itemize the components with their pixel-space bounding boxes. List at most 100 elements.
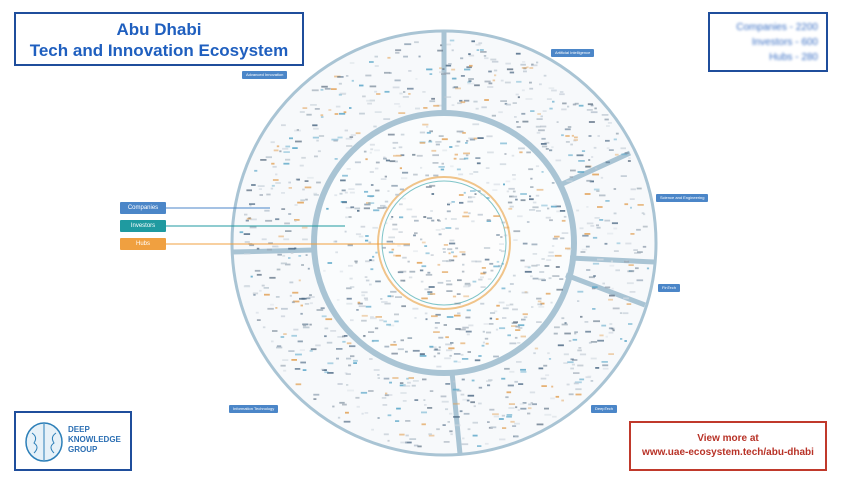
logo-dot bbox=[375, 251, 378, 254]
logo-dot bbox=[633, 249, 638, 251]
logo-dot bbox=[473, 137, 478, 140]
logo-dot bbox=[320, 307, 325, 310]
logo-dot bbox=[561, 323, 568, 326]
logo-dot bbox=[315, 344, 321, 347]
logo-dot bbox=[390, 290, 397, 293]
logo-dot bbox=[384, 394, 390, 397]
logo-dot bbox=[532, 277, 539, 280]
logo-dot bbox=[454, 424, 461, 427]
logo-dot bbox=[346, 287, 352, 290]
logo-dot bbox=[555, 395, 560, 398]
logo-dot bbox=[478, 278, 483, 281]
logo-dot bbox=[438, 336, 444, 339]
logo-dot bbox=[437, 219, 440, 221]
logo-dot bbox=[402, 96, 409, 98]
logo-dot bbox=[389, 381, 392, 384]
logo-dot bbox=[505, 180, 511, 183]
logo-dot bbox=[411, 215, 417, 218]
logo-dot bbox=[565, 141, 570, 143]
logo-dot bbox=[536, 264, 540, 266]
logo-dot bbox=[285, 158, 291, 161]
logo-dot bbox=[380, 204, 386, 207]
logo-dot bbox=[291, 334, 297, 337]
logo-dot bbox=[276, 268, 281, 271]
logo-dot bbox=[369, 259, 372, 261]
logo-dot bbox=[350, 206, 355, 209]
logo-dot bbox=[394, 103, 400, 105]
logo-dot bbox=[358, 305, 366, 308]
logo-dot bbox=[597, 135, 600, 137]
logo-dot bbox=[611, 222, 618, 225]
logo-dot bbox=[520, 371, 527, 373]
logo-dot bbox=[620, 175, 627, 177]
logo-dot bbox=[491, 114, 496, 117]
logo-dot bbox=[387, 295, 391, 298]
logo-dot bbox=[336, 299, 340, 301]
logo-dot bbox=[536, 321, 542, 323]
logo-dot bbox=[463, 412, 470, 415]
cta-url-link[interactable]: www.uae-ecosystem.tech/abu-dhabi bbox=[642, 447, 814, 458]
logo-dot bbox=[365, 260, 371, 263]
logo-dot bbox=[398, 231, 403, 233]
logo-dot bbox=[255, 311, 259, 314]
logo-dot bbox=[591, 287, 596, 290]
legend-hubs: Hubs bbox=[120, 238, 166, 250]
logo-dot bbox=[526, 221, 530, 223]
logo-dot bbox=[392, 147, 396, 149]
logo-dot bbox=[421, 411, 427, 414]
logo-dot bbox=[519, 151, 523, 154]
logo-dot bbox=[512, 102, 517, 104]
logo-dot bbox=[306, 113, 312, 116]
logo-dot bbox=[601, 324, 607, 327]
sector-label-science-engineering: Science and Engineering bbox=[656, 194, 709, 202]
logo-dot bbox=[526, 66, 529, 69]
logo-dot bbox=[323, 269, 326, 272]
logo-dot bbox=[259, 194, 263, 196]
logo-dot bbox=[551, 385, 554, 388]
logo-dot bbox=[445, 280, 451, 282]
logo-dot bbox=[511, 154, 515, 157]
logo-dot bbox=[406, 208, 413, 211]
logo-dot bbox=[574, 102, 579, 105]
logo-dot bbox=[516, 361, 522, 363]
logo-dot bbox=[341, 189, 346, 192]
logo-dot bbox=[365, 74, 372, 77]
logo-dot bbox=[616, 242, 621, 245]
logo-dot bbox=[470, 190, 476, 192]
logo-dot bbox=[342, 201, 347, 204]
logo-dot bbox=[442, 424, 446, 426]
logo-dot bbox=[369, 61, 374, 63]
sector-label-advanced-innovation: Advanced Innovation bbox=[242, 71, 288, 79]
logo-dot bbox=[298, 255, 302, 257]
logo-dot bbox=[514, 422, 520, 425]
logo-dot bbox=[483, 247, 491, 249]
logo-dot bbox=[346, 357, 352, 360]
logo-dot bbox=[419, 355, 427, 357]
logo-dot bbox=[249, 244, 255, 247]
logo-dot bbox=[565, 247, 571, 250]
view-more-box[interactable]: View more at www.uae-ecosystem.tech/abu-… bbox=[629, 421, 827, 471]
logo-dot bbox=[285, 145, 291, 148]
logo-dot bbox=[545, 148, 549, 150]
logo-dot bbox=[364, 203, 371, 206]
logo-dot bbox=[540, 143, 547, 145]
logo-dot bbox=[487, 421, 490, 423]
logo-dot bbox=[498, 111, 503, 114]
logo-dot bbox=[250, 275, 253, 278]
logo-dot bbox=[292, 147, 298, 149]
logo-dot bbox=[300, 312, 303, 315]
logo-dot bbox=[426, 68, 433, 71]
logo-dot bbox=[467, 82, 475, 85]
logo-dot bbox=[281, 208, 286, 210]
logo-dot bbox=[448, 252, 451, 255]
logo-dot bbox=[355, 183, 362, 186]
logo-dot bbox=[431, 193, 435, 195]
logo-dot bbox=[400, 339, 404, 342]
logo-dot bbox=[320, 368, 325, 371]
logo-dot bbox=[459, 131, 465, 134]
logo-dot bbox=[471, 220, 475, 223]
logo-dot bbox=[399, 382, 404, 384]
logo-dot bbox=[301, 264, 304, 266]
logo-dot bbox=[397, 348, 404, 351]
logo-dot bbox=[507, 334, 511, 337]
